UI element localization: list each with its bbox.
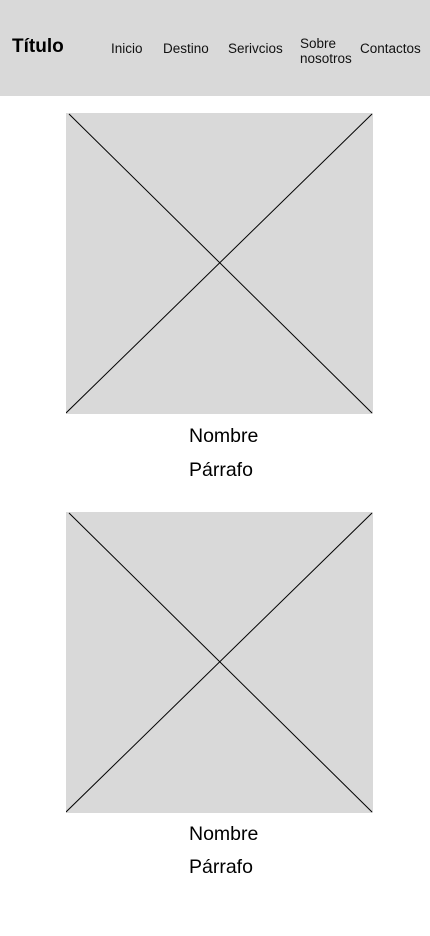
- site-title: Título: [12, 36, 64, 57]
- placeholder-image-icon: [66, 512, 373, 813]
- card-name: Nombre: [189, 425, 259, 447]
- card-paragraph: Párrafo: [189, 856, 253, 878]
- card-paragraph: Párrafo: [189, 459, 253, 481]
- card-name: Nombre: [189, 823, 259, 845]
- nav-item-destino[interactable]: Destino: [163, 41, 209, 56]
- nav-item-inicio[interactable]: Inicio: [111, 41, 143, 56]
- site-header: Título Inicio Destino Serivcios Sobre no…: [0, 0, 430, 96]
- nav-item-servicios[interactable]: Serivcios: [228, 41, 283, 56]
- placeholder-image-icon: [66, 113, 373, 414]
- nav-item-sobre-nosotros[interactable]: Sobre nosotros: [300, 36, 352, 66]
- nav-item-contactos[interactable]: Contactos: [360, 41, 421, 56]
